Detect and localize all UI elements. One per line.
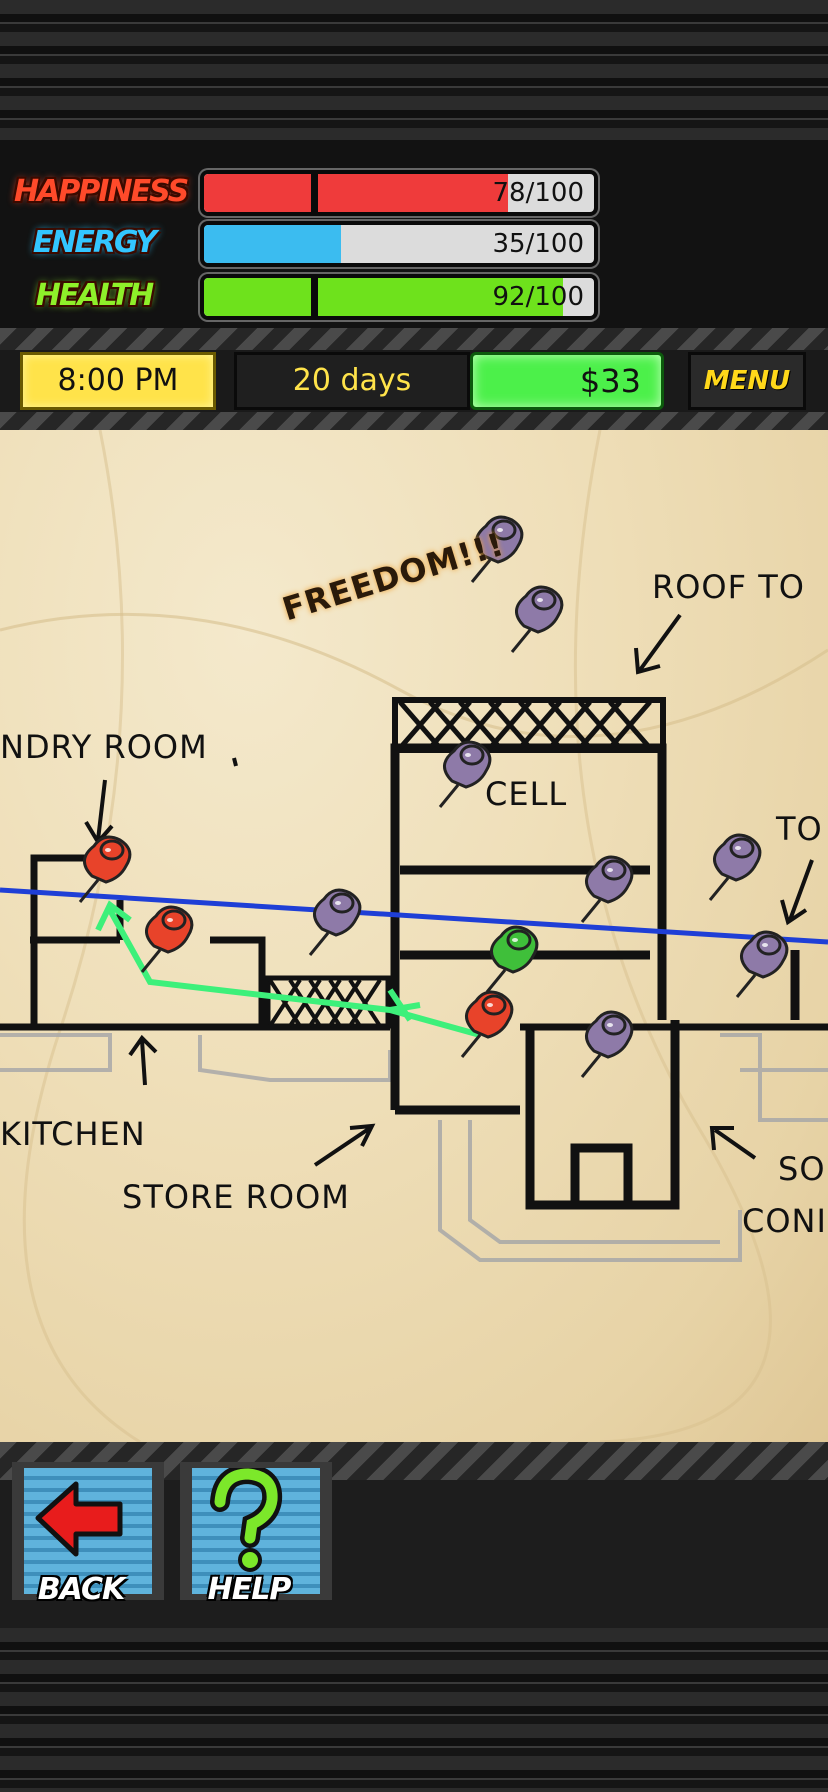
blue-route (0, 887, 828, 945)
happiness-value: 78/100 (492, 178, 584, 208)
pin-red-cell-exit[interactable] (460, 990, 514, 1059)
days-display: 20 days (234, 352, 470, 410)
label-store-room: STORE ROOM (122, 1178, 350, 1216)
energy-value: 35/100 (492, 229, 584, 259)
label-roof-top: ROOF TO (652, 568, 805, 606)
map-drawing (0, 430, 828, 1442)
health-bar-fill (204, 278, 563, 316)
pin-green-current[interactable] (485, 925, 539, 994)
question-mark-icon (210, 1468, 283, 1572)
pin-red-laundry[interactable] (78, 835, 132, 904)
energy-bar-fill (204, 225, 341, 263)
pin-purple-roof[interactable] (510, 585, 564, 654)
energy-bar: 35/100 (200, 221, 598, 267)
info-divider (0, 412, 828, 430)
back-label: BACK (37, 1572, 125, 1607)
menu-button[interactable]: MENU (688, 352, 806, 410)
pin-purple-store[interactable] (308, 888, 362, 957)
label-tower: TO (776, 810, 823, 848)
pin-red-kitchen[interactable] (140, 905, 194, 974)
green-route (107, 908, 481, 1038)
label-laundry-room: NDRY ROOM (0, 728, 208, 766)
label-arrows (84, 613, 814, 1167)
happiness-bar: 78/100 (200, 170, 598, 216)
prison-map[interactable]: FREEDOM!!! ROOF TO NDRY ROOM CELL TO KIT… (0, 430, 828, 1442)
help-button[interactable] (180, 1462, 332, 1600)
pin-purple-cell[interactable] (438, 740, 492, 809)
bottom-frame (0, 1628, 828, 1792)
pin-purple-solitary[interactable] (580, 1010, 634, 1079)
energy-label: ENERGY (32, 225, 157, 260)
health-bar: 92/100 (200, 274, 598, 320)
arrow-left-icon (35, 1481, 123, 1557)
label-confinement: CONI (742, 1202, 827, 1240)
happiness-label: HAPPINESS (14, 174, 189, 209)
label-cell: CELL (485, 775, 568, 813)
underground-pipes (0, 1033, 828, 1262)
top-frame (0, 0, 828, 140)
time-display: 8:00 PM (20, 352, 216, 410)
health-label: HEALTH (35, 278, 155, 313)
health-value: 92/100 (492, 282, 584, 312)
back-button[interactable] (12, 1462, 164, 1600)
pin-purple-cell-mid[interactable] (580, 855, 634, 924)
time-text: 8:00 PM (57, 363, 179, 398)
help-label: HELP (207, 1572, 292, 1607)
health-bar-tick (311, 278, 318, 316)
stats-divider (0, 328, 828, 350)
menu-label: MENU (703, 366, 791, 396)
label-kitchen: KITCHEN (0, 1115, 146, 1153)
money-text: $33 (579, 362, 641, 400)
days-text: 20 days (292, 363, 412, 398)
roof-fence (392, 697, 666, 753)
label-solitary: SO (778, 1150, 826, 1188)
money-display: $33 (470, 352, 664, 410)
happiness-bar-tick (311, 174, 318, 212)
happiness-bar-fill (204, 174, 509, 212)
pin-purple-tower[interactable] (708, 833, 762, 902)
pin-purple-tower-low[interactable] (735, 930, 789, 999)
